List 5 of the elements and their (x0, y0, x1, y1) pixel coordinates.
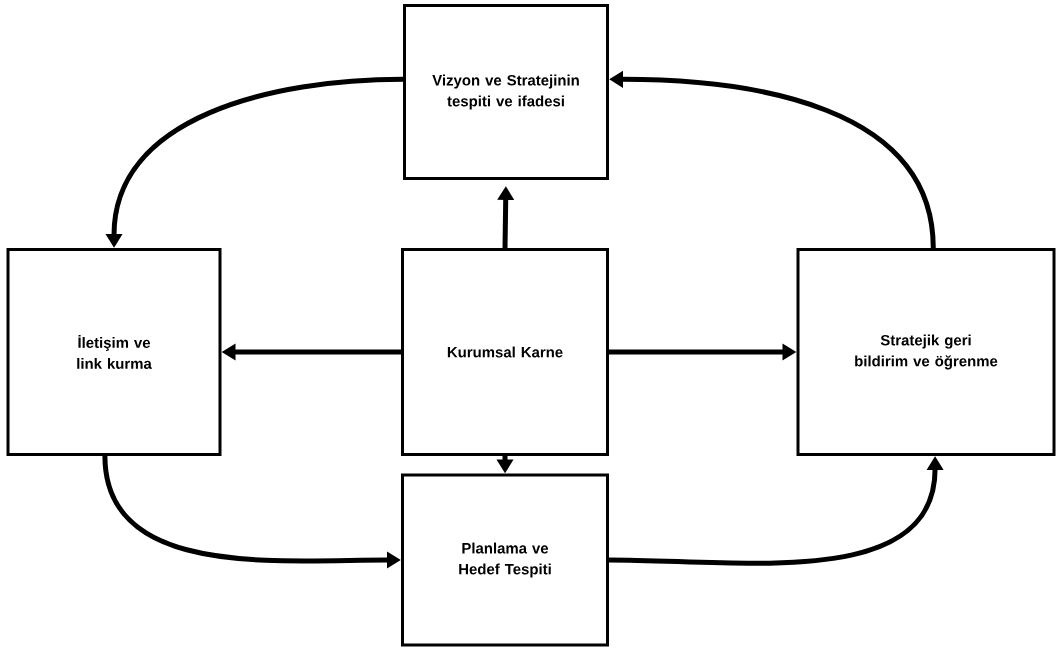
process-box: Stratejik geri bildirim ve öğrenme (796, 248, 1056, 456)
process-box: Kurumsal Karne (401, 248, 609, 456)
process-box: İletişim ve link kurma (6, 248, 222, 456)
process-box: Planlama ve Hedef Tespiti (401, 473, 609, 647)
process-box: Vizyon ve Stratejinin tespiti ve ifadesi (403, 4, 609, 180)
